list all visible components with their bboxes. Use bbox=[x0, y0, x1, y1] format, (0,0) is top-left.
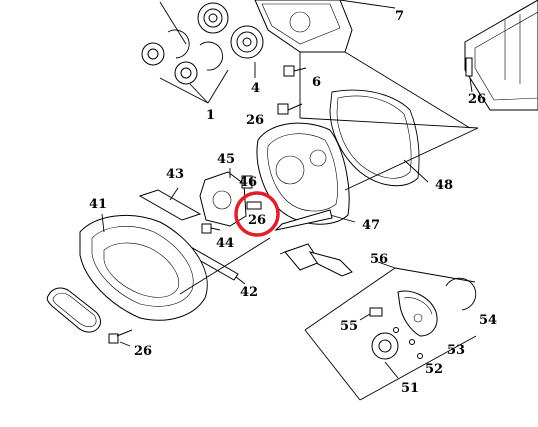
callout-55: 55 bbox=[340, 319, 358, 334]
callout-44: 44 bbox=[216, 236, 234, 251]
callout-1: 1 bbox=[206, 108, 215, 123]
outer-cover-41 bbox=[46, 213, 271, 347]
callout-45: 45 bbox=[217, 152, 235, 167]
callout-56: 56 bbox=[370, 252, 388, 267]
callout-labels: 7 6 4 1 26 26 45 43 46 26 48 41 44 47 56… bbox=[89, 9, 497, 396]
callout-48: 48 bbox=[435, 178, 453, 193]
callout-42: 42 bbox=[240, 285, 258, 300]
transmission-case bbox=[254, 0, 471, 129]
callout-26-right: 26 bbox=[468, 92, 486, 107]
callout-54: 54 bbox=[479, 313, 497, 328]
callout-46: 46 bbox=[239, 175, 257, 190]
callout-7: 7 bbox=[395, 9, 404, 24]
bearing-group bbox=[141, 1, 264, 104]
callout-52: 52 bbox=[425, 362, 443, 377]
callout-53: 53 bbox=[447, 343, 465, 358]
callout-6: 6 bbox=[312, 75, 321, 90]
pad-43 bbox=[138, 187, 202, 221]
gasket-48 bbox=[329, 89, 429, 187]
callout-4: 4 bbox=[251, 81, 260, 96]
bolt-6 bbox=[283, 65, 307, 77]
callout-26-bottom: 26 bbox=[134, 344, 152, 359]
callout-43: 43 bbox=[166, 167, 184, 182]
oil-pan bbox=[464, 0, 538, 111]
release-mechanism-56 bbox=[304, 261, 477, 401]
callout-26-upper: 26 bbox=[246, 113, 264, 128]
callout-47: 47 bbox=[362, 218, 380, 233]
side-cover-47 bbox=[256, 103, 479, 225]
highlight-circle bbox=[234, 191, 280, 237]
shaft-assembly bbox=[274, 209, 353, 277]
callout-26-highlighted: 26 bbox=[248, 213, 266, 228]
callout-51: 51 bbox=[401, 381, 419, 396]
callout-41: 41 bbox=[89, 197, 107, 212]
